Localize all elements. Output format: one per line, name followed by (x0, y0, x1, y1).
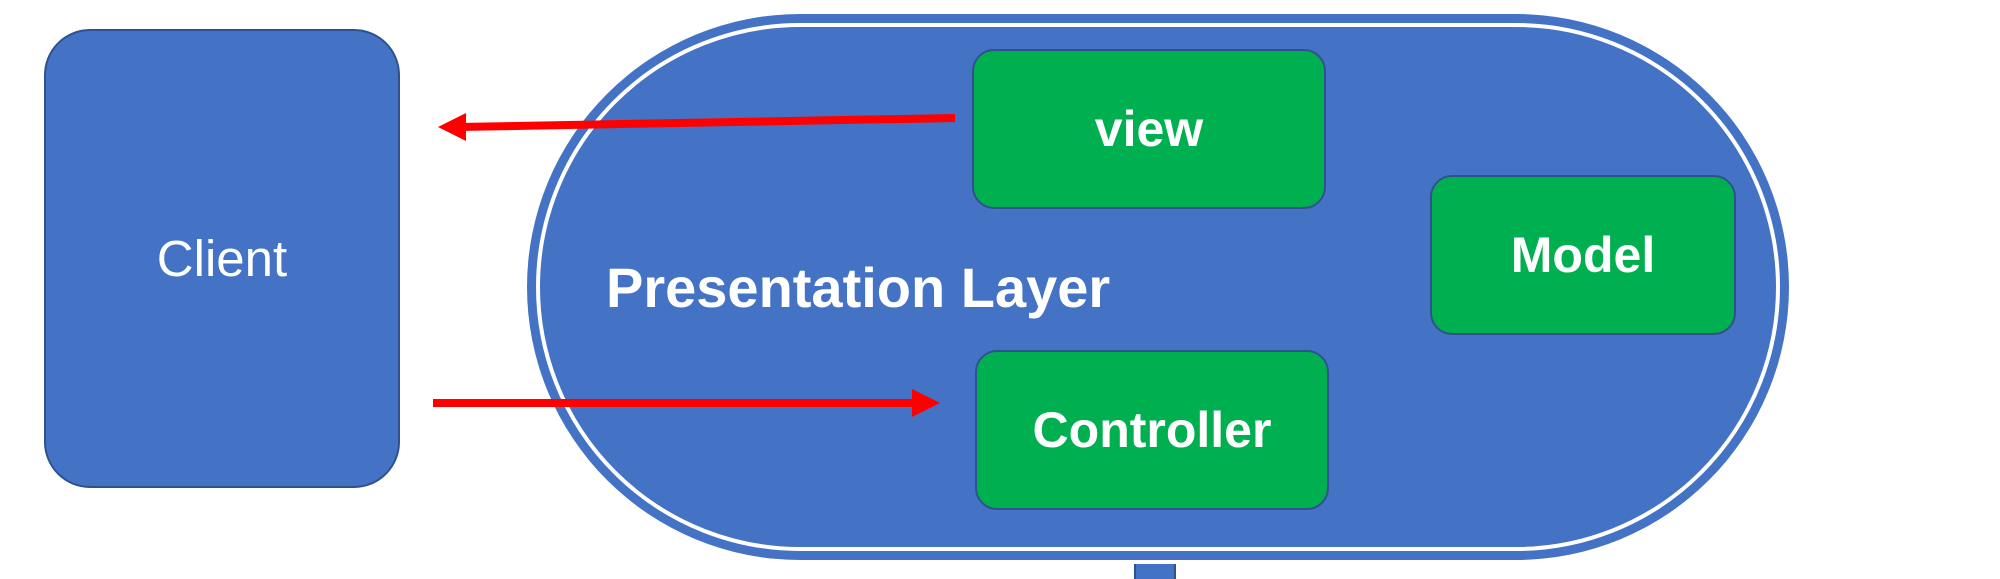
client-to-controller-arrowhead (912, 389, 940, 417)
client-label: Client (156, 230, 288, 287)
view-to-client-arrow-shaft (457, 114, 956, 131)
controller-box: Controller (975, 350, 1329, 510)
layer-connector-stem (1134, 564, 1176, 579)
view-to-client-arrow (438, 113, 956, 141)
client-box: Client (44, 29, 400, 488)
model-box: Model (1430, 175, 1736, 335)
view-to-client-arrowhead (438, 113, 466, 141)
client-to-controller-arrow (433, 389, 940, 417)
view-box: view (972, 49, 1326, 209)
controller-label: Controller (1032, 402, 1272, 458)
model-label: Model (1510, 227, 1656, 283)
presentation-layer-label: Presentation Layer (606, 256, 1111, 319)
view-label: view (1094, 101, 1204, 157)
